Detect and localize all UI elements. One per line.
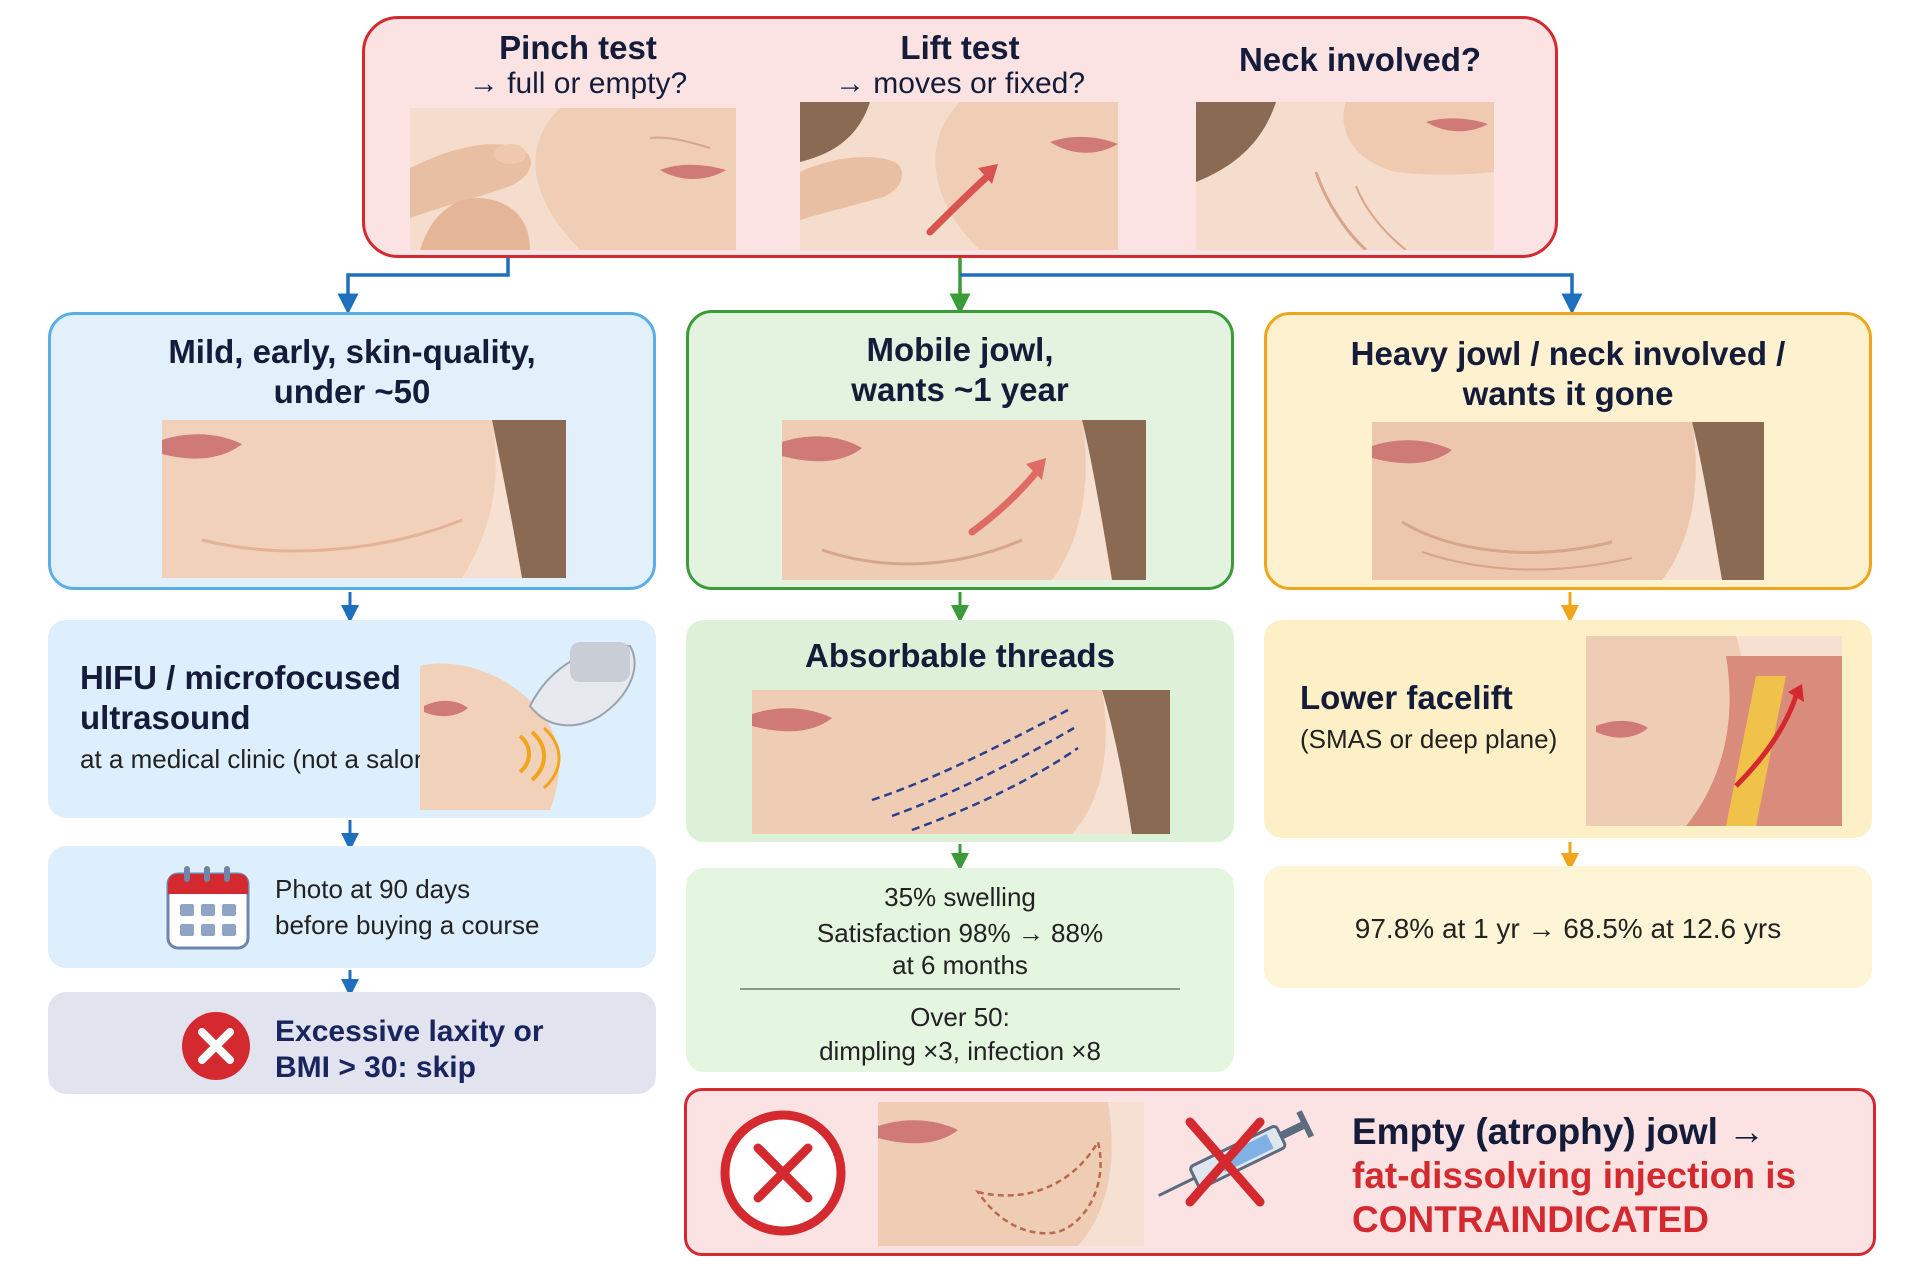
neck-photo: [1196, 102, 1494, 250]
skip-warning-line2: BMI > 30: skip: [275, 1051, 476, 1084]
lift-test-title: Lift test: [900, 29, 1020, 66]
heavy-jowl-photo: [1372, 422, 1764, 580]
calendar-icon: [164, 864, 252, 952]
skip-warning-box: [48, 992, 656, 1094]
syringe-crossed-icon: [1150, 1102, 1330, 1212]
threads-photo: [752, 690, 1170, 834]
heavy-jowl-title-line1: Heavy jowl / neck involved /: [1350, 335, 1786, 372]
mild-case-title-line1: Mild, early, skin-quality,: [168, 333, 536, 370]
threads-over50-label: Over 50:: [910, 1002, 1010, 1032]
facelift-durability: 97.8% at 1 yr → 68.5% at 12.6 yrs: [1354, 913, 1782, 944]
photo-check-line2: before buying a course: [275, 910, 540, 940]
lift-test-sub: → moves or fixed?: [834, 67, 1086, 100]
mobile-jowl-title-line1: Mobile jowl,: [866, 331, 1054, 368]
hifu-device-photo: [420, 636, 642, 810]
threads-over50-risks: dimpling ×3, infection ×8: [819, 1036, 1101, 1066]
mobile-jowl-title-line2: wants ~1 year: [851, 371, 1069, 408]
threads-stats-box: [686, 868, 1234, 1072]
facelift-title: Lower facelift: [1300, 679, 1513, 716]
threads-title: Absorbable threads: [805, 637, 1115, 674]
threads-stats-divider: [740, 988, 1180, 990]
facelift-note: (SMAS or deep plane): [1300, 724, 1558, 754]
lift-test-photo: [800, 102, 1118, 250]
atrophy-jowl-photo: [878, 1102, 1144, 1246]
threads-swelling: 35% swelling: [884, 882, 1036, 912]
contraindication-line1: Empty (atrophy) jowl →: [1352, 1111, 1766, 1152]
facelift-anatomy-photo: [1586, 636, 1842, 826]
hifu-note: at a medical clinic (not a salon): [80, 744, 437, 774]
threads-satisfaction: Satisfaction 98% → 88%: [816, 918, 1104, 948]
pinch-test-title: Pinch test: [499, 29, 657, 66]
prohibited-icon: [718, 1108, 848, 1238]
mild-jaw-photo: [162, 420, 566, 578]
hifu-title-line2: ultrasound: [80, 699, 251, 736]
threads-timepoint: at 6 months: [892, 950, 1028, 980]
contraindication-line2: fat-dissolving injection is: [1352, 1155, 1797, 1196]
photo-check-box: [48, 846, 656, 968]
skip-warning-line1: Excessive laxity or: [275, 1015, 544, 1048]
photo-check-line1: Photo at 90 days: [275, 874, 471, 904]
mild-case-title-line2: under ~50: [273, 373, 431, 410]
facelift-stats-box: [1264, 866, 1872, 988]
contraindication-line3: CONTRAINDICATED: [1352, 1199, 1709, 1240]
hifu-title-line1: HIFU / microfocused: [80, 659, 401, 696]
pinch-test-sub: → full or empty?: [468, 67, 688, 100]
x-circle-icon: [180, 1010, 252, 1082]
heavy-jowl-title-line2: wants it gone: [1462, 375, 1674, 412]
mobile-jowl-photo: [782, 420, 1146, 580]
pinch-test-photo: [410, 108, 736, 250]
neck-involved-title: Neck involved?: [1238, 41, 1482, 78]
